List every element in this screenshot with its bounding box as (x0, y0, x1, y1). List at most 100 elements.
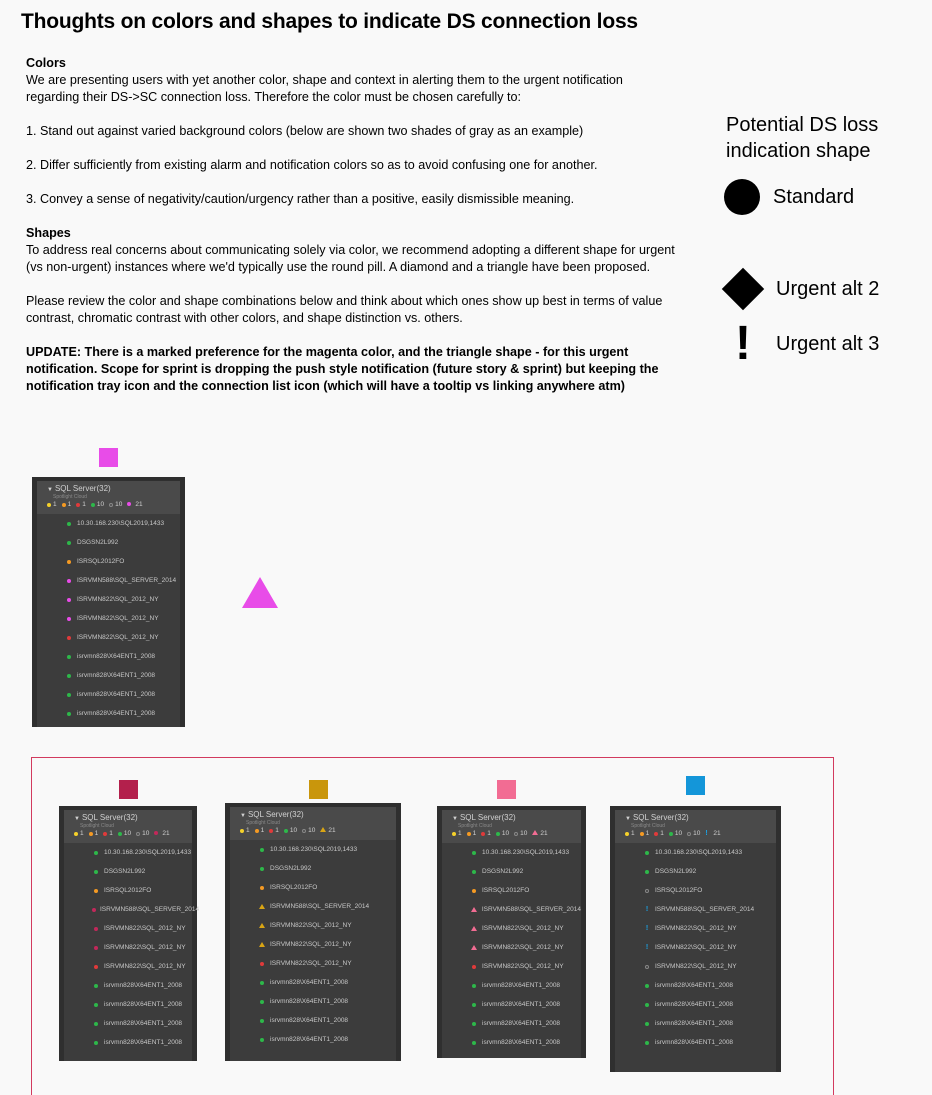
server-row[interactable]: ISRVMN822\SQL_2012_NY (37, 590, 180, 609)
server-row[interactable]: 10.30.168.230\SQL2019,1433 (37, 514, 180, 533)
server-row[interactable]: isrvmn828\X64ENT1_2008 (442, 976, 581, 995)
server-row[interactable]: isrvmn828\X64ENT1_2008 (37, 704, 180, 723)
status-dot-icon (65, 711, 73, 716)
server-row[interactable]: isrvmn828\X64ENT1_2008 (230, 1030, 396, 1049)
server-row[interactable]: ISRVMN588\SQL_SERVER_2014 (64, 900, 199, 919)
status-count: 1 (74, 830, 84, 837)
status-count: 10 (109, 501, 122, 508)
count-ring-icon (514, 831, 519, 836)
collapse-caret-icon[interactable]: ▼ (74, 816, 80, 822)
collapse-caret-icon[interactable]: ▼ (625, 816, 631, 822)
status-dot-icon (470, 1002, 478, 1007)
color-swatch-gold (309, 780, 328, 799)
server-row[interactable]: ISRVMN822\SQL_2012_NY (230, 916, 396, 935)
server-row[interactable]: isrvmn828\X64ENT1_2008 (615, 1033, 776, 1052)
count-dot-icon (103, 831, 108, 836)
server-row[interactable]: ISRVMN822\SQL_2012_NY (442, 957, 581, 976)
status-dot-icon (65, 616, 73, 621)
server-name: ISRVMN822\SQL_2012_NY (77, 615, 159, 622)
server-row[interactable]: ISRVMN822\SQL_2012_NY (37, 628, 180, 647)
status-triangle-icon (320, 827, 327, 834)
server-row[interactable]: ISRSQL2012FO (615, 881, 776, 900)
server-row[interactable]: ISRSQL2012FO (64, 881, 192, 900)
shapes-para-1: To address real concerns about communica… (26, 243, 675, 274)
server-row[interactable]: ISRVMN822\SQL_2012_NY (442, 938, 581, 957)
server-row[interactable]: isrvmn828\X64ENT1_2008 (37, 666, 180, 685)
server-row[interactable]: ISRSQL2012FO (37, 552, 180, 571)
count-dot-icon (117, 831, 122, 836)
status-dot-icon (258, 847, 266, 852)
server-row[interactable]: DSGSN2L992 (37, 533, 180, 552)
server-name: isrvmn828\X64ENT1_2008 (270, 1017, 349, 1024)
server-row[interactable]: ISRSQL2012FO (230, 878, 396, 897)
server-row[interactable]: ISRVMN822\SQL_2012_NY (442, 919, 581, 938)
server-row[interactable]: isrvmn828\X64ENT1_2008 (615, 976, 776, 995)
collapse-caret-icon[interactable]: ▼ (452, 816, 458, 822)
server-row[interactable]: ISRVMN588\SQL_SERVER_2014 (230, 897, 396, 916)
server-row[interactable]: 10.30.168.230\SQL2019,1433 (615, 843, 776, 862)
server-row[interactable]: ISRVMN822\SQL_2012_NY (64, 938, 192, 957)
server-row[interactable]: DSGSN2L992 (64, 862, 192, 881)
server-row[interactable]: !ISRVMN822\SQL_2012_NY (615, 938, 776, 957)
server-row[interactable]: ISRVMN822\SQL_2012_NY (37, 609, 180, 628)
status-dot-icon (65, 540, 73, 545)
server-row[interactable]: ISRVMN822\SQL_2012_NY (615, 957, 776, 976)
status-dot-icon (65, 635, 73, 640)
server-row[interactable]: isrvmn828\X64ENT1_2008 (615, 995, 776, 1014)
status-dot-icon (643, 1021, 651, 1026)
server-row[interactable]: DSGSN2L992 (230, 859, 396, 878)
server-name: ISRVMN822\SQL_2012_NY (655, 944, 737, 951)
status-count: 1 (269, 827, 279, 834)
server-row[interactable]: isrvmn828\X64ENT1_2008 (230, 992, 396, 1011)
server-row[interactable]: isrvmn828\X64ENT1_2008 (615, 1014, 776, 1033)
server-row[interactable]: DSGSN2L992 (442, 862, 581, 881)
status-count: 1 (61, 501, 71, 508)
server-row[interactable]: 10.30.168.230\SQL2019,1433 (442, 843, 581, 862)
group-title: SQL Server(32) (54, 484, 111, 493)
server-row[interactable]: DSGSN2L992 (615, 862, 776, 881)
server-row[interactable]: isrvmn828\X64ENT1_2008 (442, 995, 581, 1014)
server-row[interactable]: isrvmn828\X64ENT1_2008 (442, 1033, 581, 1052)
server-row[interactable]: ISRVMN588\SQL_SERVER_2014 (442, 900, 581, 919)
count-dot-icon (61, 502, 66, 507)
server-row[interactable]: 10.30.168.230\SQL2019,1433 (230, 840, 396, 859)
status-count: 1 (240, 827, 250, 834)
server-row[interactable]: ISRVMN822\SQL_2012_NY (230, 954, 396, 973)
collapse-caret-icon[interactable]: ▼ (47, 487, 53, 493)
server-row[interactable]: isrvmn828\X64ENT1_2008 (64, 1033, 192, 1052)
server-row[interactable]: ISRSQL2012FO (442, 881, 581, 900)
update-note: UPDATE: There is a marked preference for… (26, 345, 659, 393)
server-name: DSGSN2L992 (77, 539, 119, 546)
server-row[interactable]: ISRVMN822\SQL_2012_NY (64, 919, 192, 938)
server-row[interactable]: isrvmn828\X64ENT1_2008 (64, 995, 192, 1014)
status-dot-icon (65, 559, 73, 564)
server-row[interactable]: 10.30.168.230\SQL2019,1433 (64, 843, 192, 862)
server-name: ISRSQL2012FO (655, 887, 703, 894)
legend-alt2: Urgent alt 2 (721, 267, 879, 311)
server-row[interactable]: ISRVMN822\SQL_2012_NY (230, 935, 396, 954)
server-row[interactable]: isrvmn828\X64ENT1_2008 (37, 685, 180, 704)
server-row[interactable]: isrvmn828\X64ENT1_2008 (230, 1011, 396, 1030)
server-name: ISRVMN822\SQL_2012_NY (104, 925, 186, 932)
server-row[interactable]: !ISRVMN588\SQL_SERVER_2014 (615, 900, 776, 919)
status-dot-icon (127, 501, 133, 508)
server-row[interactable]: isrvmn828\X64ENT1_2008 (442, 1014, 581, 1033)
status-dot-icon (92, 964, 100, 969)
collapse-caret-icon[interactable]: ▼ (240, 813, 246, 819)
server-row[interactable]: ISRVMN588\SQL_SERVER_2014 (37, 571, 180, 590)
server-row[interactable]: ISRVMN822\SQL_2012_NY (64, 957, 192, 976)
server-row[interactable]: !ISRVMN822\SQL_2012_NY (615, 919, 776, 938)
server-name: isrvmn828\X64ENT1_2008 (104, 1020, 183, 1027)
status-dot-icon (92, 945, 100, 950)
server-row[interactable]: isrvmn828\X64ENT1_2008 (230, 973, 396, 992)
server-row[interactable]: isrvmn828\X64ENT1_2008 (37, 647, 180, 666)
server-row[interactable]: isrvmn828\X64ENT1_2008 (64, 1014, 192, 1033)
server-row[interactable]: isrvmn828\X64ENT1_2008 (64, 976, 192, 995)
